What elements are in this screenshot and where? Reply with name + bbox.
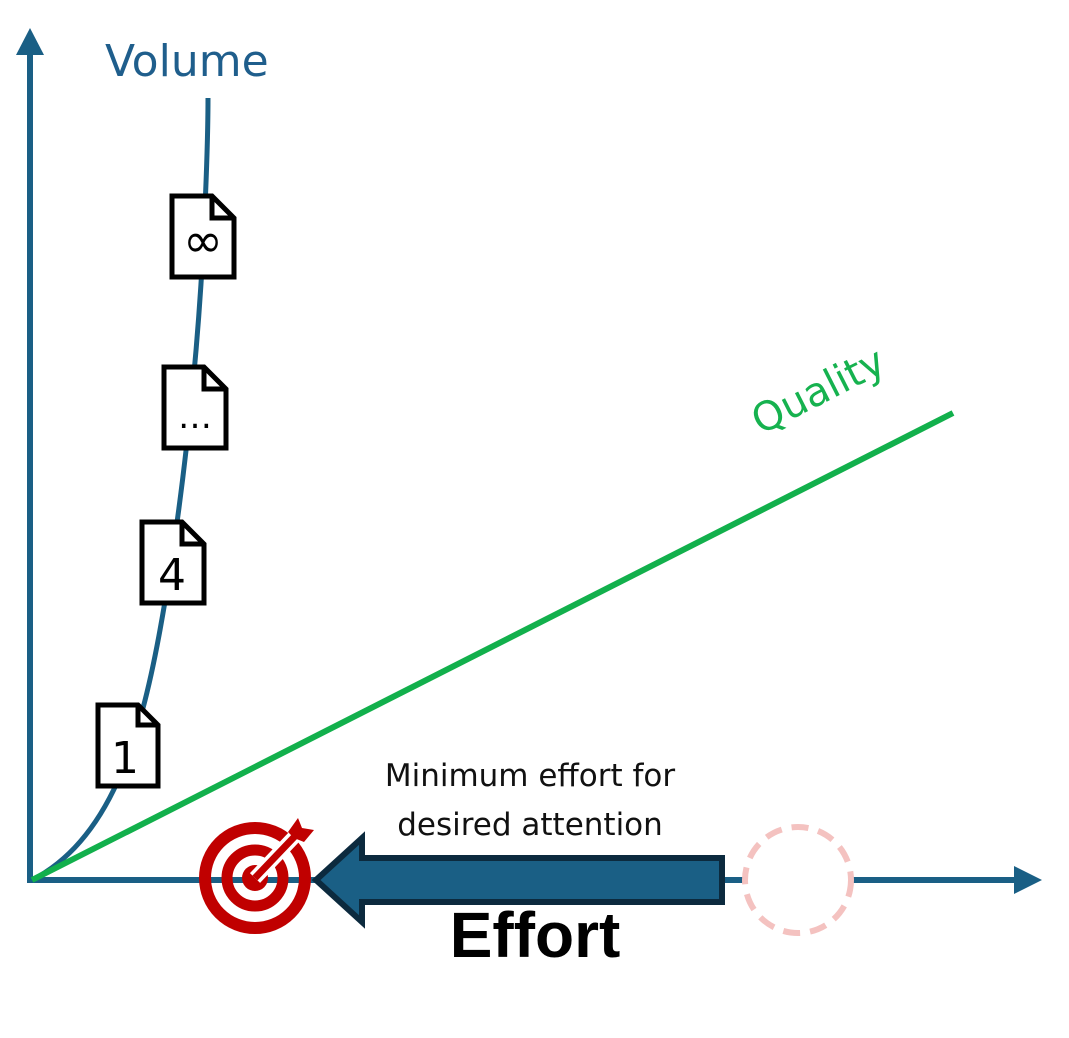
left-arrow-icon	[311, 831, 725, 929]
document-label-1: 1	[111, 733, 139, 784]
document-label-4: 4	[158, 550, 186, 601]
dashed-circle-icon	[742, 824, 854, 936]
effort-axis-label: Effort	[449, 899, 621, 971]
volume-axis-label: Volume	[105, 36, 269, 87]
document-icon	[161, 364, 229, 451]
document-icon	[169, 193, 237, 280]
target-icon	[199, 818, 314, 934]
x-axis-arrowhead-icon	[1014, 866, 1042, 894]
document-label-infinity: ∞	[183, 213, 223, 269]
document-icon	[139, 519, 207, 606]
document-label-ellipsis: …	[178, 397, 212, 437]
y-axis	[16, 28, 44, 882]
quality-line	[30, 410, 955, 883]
annotation-caption: Minimum effort for desired attention	[300, 752, 760, 850]
document-icon	[95, 702, 161, 789]
annotation-line-2: desired attention	[397, 807, 663, 843]
annotation-line-1: Minimum effort for	[384, 758, 676, 794]
y-axis-arrowhead-icon	[16, 28, 44, 55]
